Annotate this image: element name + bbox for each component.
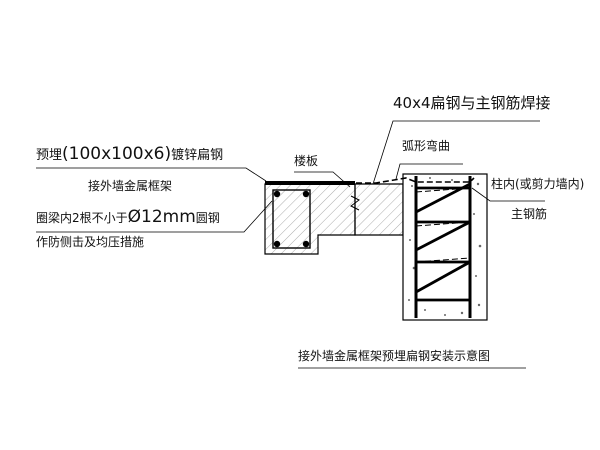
leader-lines (36, 120, 545, 233)
flat-steel-label: 40x4扁钢与主钢筋焊接 (393, 94, 551, 112)
arc-bend-label: 弧形弯曲 (402, 139, 451, 153)
main-rebar-label: 主钢筋 (511, 207, 548, 221)
ring-suffix: 圆钢 (195, 211, 220, 225)
outer-frame-label: 接外墙金属框架 (88, 179, 173, 193)
ring-beam-label: 圈梁内2根不小于Ø12mm圆钢 (36, 209, 220, 226)
floor-slab (350, 183, 404, 236)
floor-slab-label: 楼板 (294, 154, 319, 168)
flat-steel-bar (266, 177, 475, 184)
ring-mid: 根不小于 (79, 211, 128, 225)
ring-size: Ø12mm (127, 207, 196, 227)
embedded-plate-label: 预埋(100x100x6)镀锌扁钢 (36, 146, 223, 163)
column (402, 173, 488, 321)
column-inner-label: 柱内(或剪力墙内) (491, 177, 585, 191)
ring-prefix: 圈梁内2 (36, 211, 80, 225)
ring-beam (264, 183, 356, 255)
protection-label: 作防侧击及均压措施 (36, 235, 145, 249)
embed-prefix: 预埋 (36, 148, 63, 163)
embed-suffix: 镀锌扁钢 (171, 148, 224, 163)
diagram-caption: 接外墙金属框架预埋扁钢安装示意图 (298, 349, 491, 363)
embedded-plate (265, 181, 355, 185)
embed-size: (100x100x6) (62, 144, 172, 164)
